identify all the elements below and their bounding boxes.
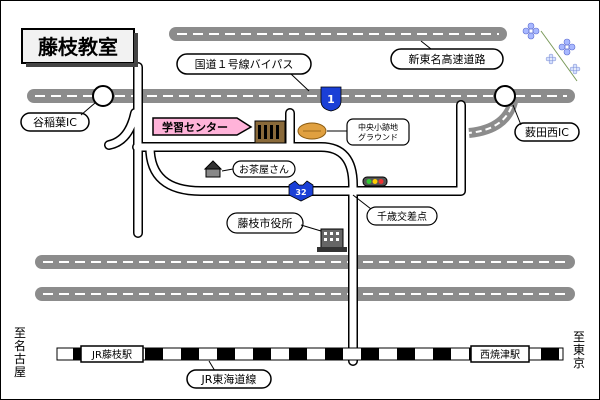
railway-line-callout: JR東海道線: [186, 360, 272, 389]
ic-east-callout: 薮田西IC: [512, 104, 580, 142]
station-nishi-yaizu: 西焼津駅: [470, 345, 530, 363]
railway-line-label: JR東海道線: [201, 372, 257, 386]
ground-label-line2: グラウンド: [358, 132, 398, 142]
expressway-callout: 新東名高速道路: [390, 40, 504, 70]
bypass-label: 国道１号線バイパス: [195, 57, 294, 71]
road-south-2: [35, 287, 575, 301]
learning-center-callout[interactable]: 学習センター: [152, 117, 253, 136]
tea-shop-label: お茶屋さん: [239, 163, 289, 176]
route1-number: 1: [327, 93, 335, 106]
route1-shield-icon: 1: [320, 86, 342, 112]
station-jr-fujieda-label: JR藤枝駅: [91, 348, 132, 361]
ground-icon: [297, 122, 327, 140]
city-hall-label: 藤枝市役所: [238, 216, 293, 230]
road-expressway: [169, 27, 507, 41]
ground-callout: 中央小跡地 グラウンド: [327, 118, 410, 146]
road-bypass: [27, 89, 575, 103]
station-nishi-yaizu-label: 西焼津駅: [480, 349, 520, 361]
route32-shield-icon: 32: [288, 180, 314, 202]
learning-center-label: 学習センター: [162, 120, 228, 134]
direction-tokyo-label: 至東京: [572, 330, 585, 370]
route32-number: 32: [295, 188, 306, 197]
local-roads: [104, 62, 466, 366]
ground-label-line1: 中央小跡地: [358, 122, 398, 132]
title-box: 藤枝教室: [21, 28, 138, 67]
expressway-label: 新東名高速道路: [409, 52, 486, 66]
city-hall-callout: 藤枝市役所: [226, 212, 322, 234]
traffic-light-icon: [362, 176, 388, 187]
page-title: 藤枝教室: [37, 35, 118, 59]
intersection-callout: 千歳交差点: [352, 194, 438, 226]
station-jr-fujieda: JR藤枝駅: [80, 345, 144, 363]
ic-west-callout: 谷稲葉IC: [20, 102, 96, 132]
tea-shop-icon: [203, 160, 223, 178]
learning-center-building-icon: [254, 120, 286, 144]
bypass-callout: 国道１号線バイパス: [176, 53, 312, 92]
ic-east-label: 薮田西IC: [525, 126, 569, 139]
interchange-east-icon: [494, 85, 516, 107]
road-south-1: [35, 255, 575, 269]
city-hall-building-icon: [317, 228, 347, 252]
ic-west-label: 谷稲葉IC: [33, 115, 77, 129]
direction-nagoya-label: 至名古屋: [13, 326, 26, 379]
interchange-west-icon: [92, 85, 114, 107]
tea-shop-callout: お茶屋さん: [221, 160, 296, 178]
railway-track: [56, 347, 564, 361]
intersection-label: 千歳交差点: [377, 210, 427, 223]
flower-decoration-icon: [522, 22, 581, 82]
